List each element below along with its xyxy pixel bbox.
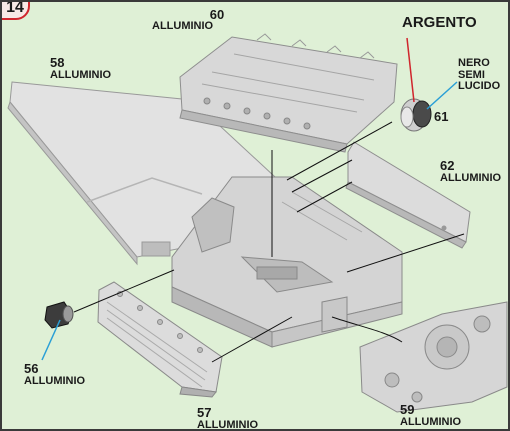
part-56-cylinder	[44, 301, 74, 329]
part-material: ALLUMINIO	[50, 68, 112, 81]
part-number: 60	[209, 7, 225, 22]
part-number: 59	[400, 402, 415, 417]
part-57-label: 57 ALLUMINIO	[197, 405, 259, 431]
part-56-label: 56 ALLUMINIO	[24, 362, 85, 387]
part-material: ALLUMINIO	[440, 171, 502, 184]
part-material: ALLUMINIO	[400, 415, 462, 428]
part-material: ALLUMINIO	[197, 418, 259, 431]
part-61-label: 61	[434, 109, 449, 124]
part-60-cover	[179, 33, 398, 153]
part-60-material: ALLUMINIO	[152, 20, 214, 32]
nero-callout-line	[426, 81, 458, 110]
part-60-label: 60	[197, 8, 237, 22]
step-number-badge: 14	[2, 2, 30, 20]
nero-line: NERO	[458, 57, 490, 69]
part-58-label: 58 ALLUMINIO	[50, 56, 111, 81]
part-number: 58	[50, 55, 65, 70]
part-material: ALLUMINIO	[24, 374, 86, 387]
part-59-gearbox	[359, 301, 508, 413]
argento-callout-line	[406, 37, 415, 103]
part-56-leader-line	[41, 319, 61, 361]
lucido-line: LUCIDO	[458, 80, 501, 93]
semi-line: SEMI	[458, 68, 485, 81]
part-57-panel	[97, 281, 223, 398]
argento-label: ARGENTO	[402, 14, 477, 31]
central-chassis	[171, 176, 403, 348]
assembly-lines	[73, 121, 465, 363]
part-62-label: 62 ALLUMINIO	[440, 159, 501, 184]
part-number: 62	[440, 158, 455, 173]
nero-semi-lucido-label: NERO SEMI LUCIDO	[458, 57, 501, 93]
part-number: 57	[197, 405, 212, 420]
part-59-label: 59 ALLUMINIO	[400, 403, 461, 428]
part-number: 56	[24, 361, 39, 376]
part-61-knob	[400, 98, 432, 132]
